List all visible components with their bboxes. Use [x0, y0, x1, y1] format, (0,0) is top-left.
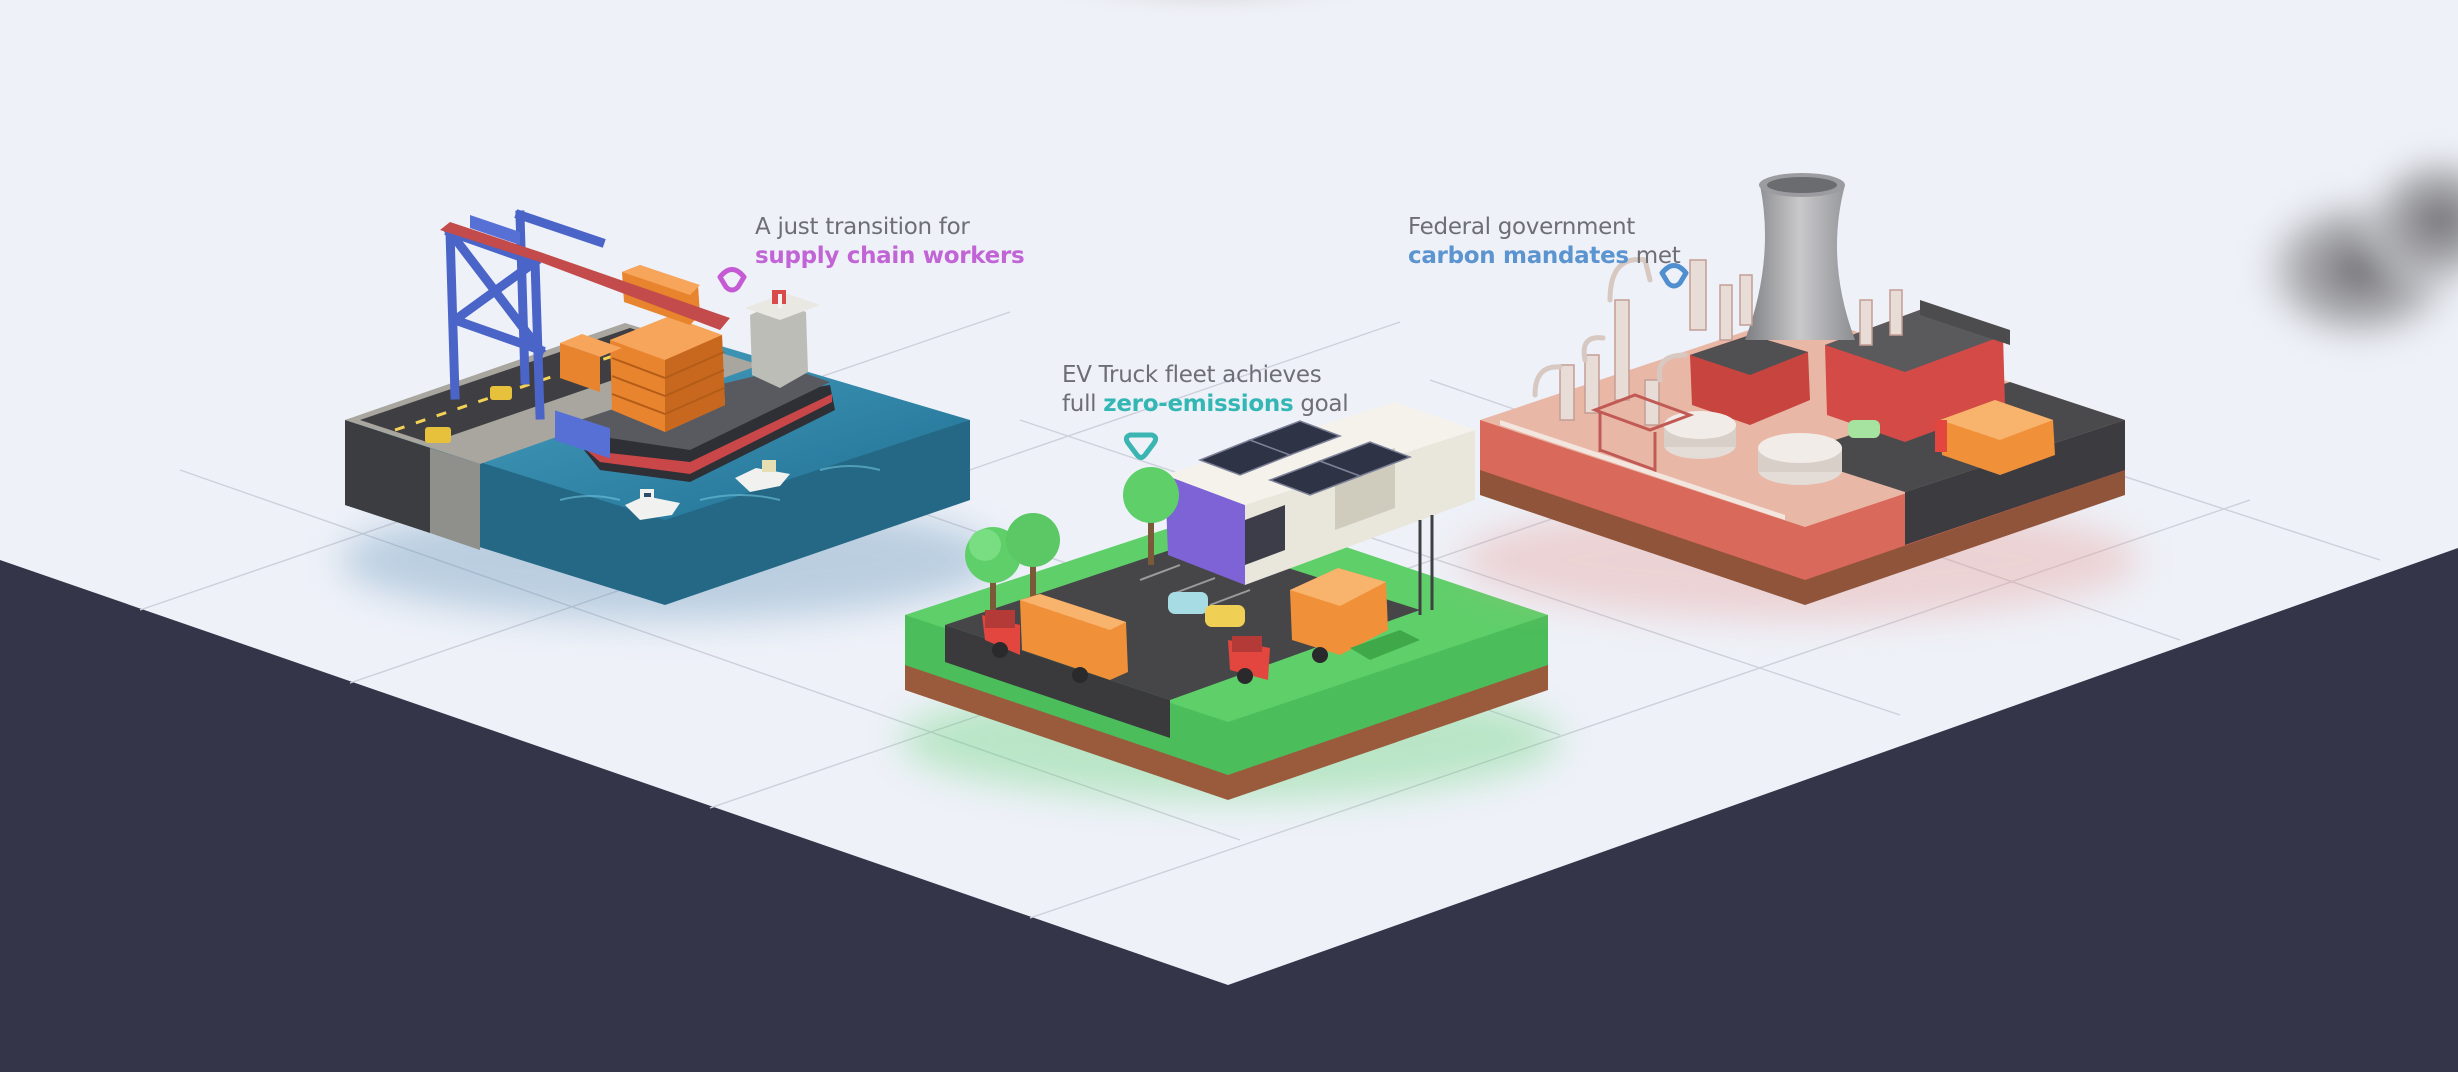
- ev-fleet-tile: [900, 402, 1560, 800]
- caption-text: goal: [1293, 391, 1349, 417]
- blur-glow: [1040, 0, 1380, 20]
- rounded-triangle-marker-icon: [1123, 432, 1159, 460]
- caption-line: Federal government: [1408, 214, 1635, 240]
- rounded-triangle-marker-icon: [717, 267, 747, 293]
- caption-highlight: supply chain workers: [755, 243, 1025, 269]
- dark-floor: [0, 548, 2458, 1072]
- caption-highlight: zero-emissions: [1103, 391, 1294, 417]
- caption-line: A just transition for: [755, 214, 970, 240]
- caption-line-2: full zero-emissions goal: [1062, 390, 1349, 419]
- rounded-triangle-marker-icon: [1659, 263, 1689, 289]
- port-tile: [340, 209, 1000, 620]
- caption-supply-chain: A just transition for supply chain worke…: [755, 213, 1025, 271]
- caption-text: full: [1062, 391, 1104, 417]
- industry-tile: [1460, 173, 2140, 620]
- caption-line-2: carbon mandates met: [1408, 242, 1681, 271]
- caption-carbon-mandates: Federal government carbon mandates met: [1408, 213, 1681, 271]
- caption-highlight: carbon mandates: [1408, 243, 1629, 269]
- caption-text: met: [1628, 243, 1681, 269]
- caption-line: EV Truck fleet achieves: [1062, 362, 1322, 388]
- caption-ev-fleet: EV Truck fleet achieves full zero-emissi…: [1062, 361, 1349, 419]
- smoke-cloud-icon: [2240, 140, 2458, 360]
